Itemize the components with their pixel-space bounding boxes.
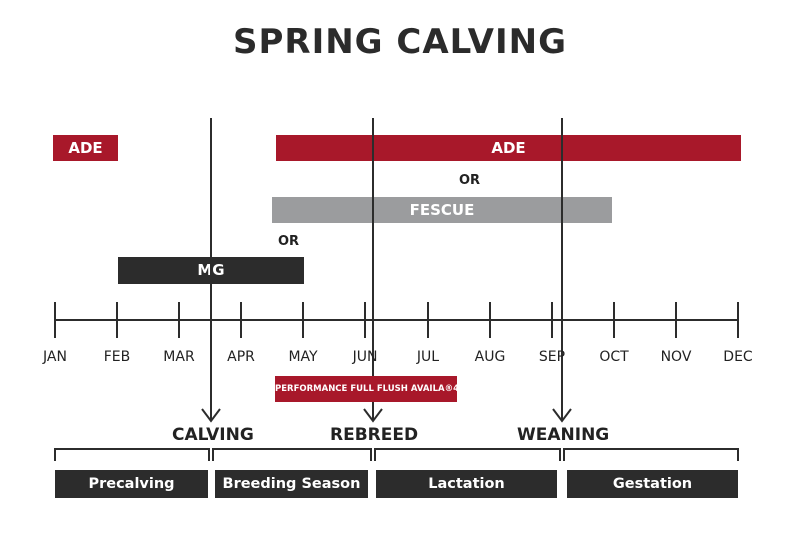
page-title: SPRING CALVING <box>232 22 567 62</box>
month-label-aug: AUG <box>474 349 506 365</box>
month-label-jul: JUL <box>416 349 440 365</box>
precalving-bracket <box>54 448 210 461</box>
rebreed-arrow <box>363 408 383 423</box>
performance-bar: PERFORMANCE FULL FLUSH AVAILA®4 <box>275 376 459 402</box>
month-label-nov: NOV <box>660 349 692 365</box>
phase-gestation: Gestation <box>567 470 738 498</box>
rebreed-label: REBREED <box>330 425 419 445</box>
month-label-sep: SEP <box>538 349 566 365</box>
calving-arrow <box>201 408 221 423</box>
lactation-bracket <box>374 448 561 461</box>
month-label-mar: MAR <box>163 349 195 365</box>
month-label-oct: OCT <box>599 349 629 365</box>
ade-bar-large: ADE <box>276 135 741 161</box>
ade-bar-small: ADE <box>53 135 118 161</box>
month-label-may: MAY <box>288 349 318 365</box>
weaning-label: WEANING <box>517 425 610 445</box>
month-label-jun: JUN <box>352 349 378 365</box>
gestation-bracket <box>563 448 739 461</box>
calving-label: CALVING <box>172 425 254 445</box>
weaning-arrow <box>552 408 572 423</box>
breeding-bracket <box>212 448 372 461</box>
phase-breeding-season: Breeding Season <box>215 470 368 498</box>
or-label-fescue: OR <box>459 173 481 188</box>
phase-lactation: Lactation <box>376 470 557 498</box>
phase-precalving: Precalving <box>55 470 208 498</box>
month-label-apr: APR <box>227 349 255 365</box>
month-label-dec: DEC <box>723 349 753 365</box>
fescue-bar: FESCUE <box>272 197 612 223</box>
or-label-mg: OR <box>278 234 300 249</box>
month-label-jan: JAN <box>43 349 67 365</box>
month-label-feb: FEB <box>103 349 131 365</box>
